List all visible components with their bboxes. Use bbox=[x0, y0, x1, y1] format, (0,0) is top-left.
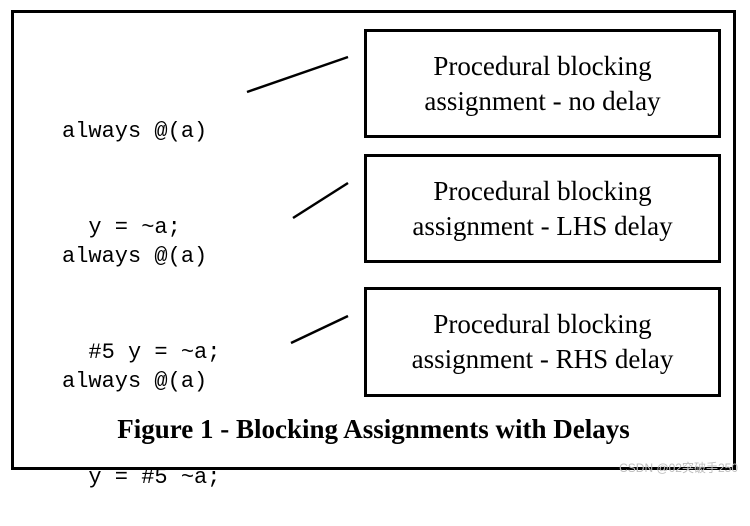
code-line: always @(a) bbox=[62, 244, 208, 269]
label-line: Procedural blocking bbox=[433, 175, 652, 206]
code-block-no-delay: always @(a) y = ~a; bbox=[62, 52, 207, 276]
label-line: assignment - no delay bbox=[424, 85, 661, 116]
code-line: always @(a) bbox=[62, 369, 208, 394]
code-line: always @(a) bbox=[62, 119, 208, 144]
code-block-lhs-delay: always @(a) #5 y = ~a; bbox=[62, 177, 220, 401]
label-box-no-delay: Procedural blocking assignment - no dela… bbox=[364, 29, 721, 138]
figure-frame bbox=[11, 10, 736, 470]
code-line: y = ~a; bbox=[62, 215, 181, 240]
connector-lines bbox=[246, 55, 349, 345]
figure-caption: Figure 1 - Blocking Assignments with Del… bbox=[117, 414, 630, 444]
connector-line-rhs-delay bbox=[290, 314, 349, 345]
code-block-rhs-delay: always @(a) y = #5 ~a; bbox=[62, 302, 220, 526]
label-line: Procedural blocking bbox=[433, 309, 652, 339]
label-line: Procedural blocking bbox=[433, 50, 652, 81]
label-line: assignment - LHS delay bbox=[412, 210, 673, 241]
label-line: assignment - RHS delay bbox=[411, 344, 674, 374]
watermark: CSDN @02突破手250 bbox=[619, 461, 738, 475]
label-box-rhs-delay: Procedural blocking assignment - RHS del… bbox=[364, 287, 721, 397]
connector-line-no-delay bbox=[246, 55, 349, 94]
connector-line-lhs-delay bbox=[292, 181, 349, 220]
code-line: #5 y = ~a; bbox=[62, 340, 221, 365]
label-box-lhs-delay: Procedural blocking assignment - LHS del… bbox=[364, 154, 721, 263]
